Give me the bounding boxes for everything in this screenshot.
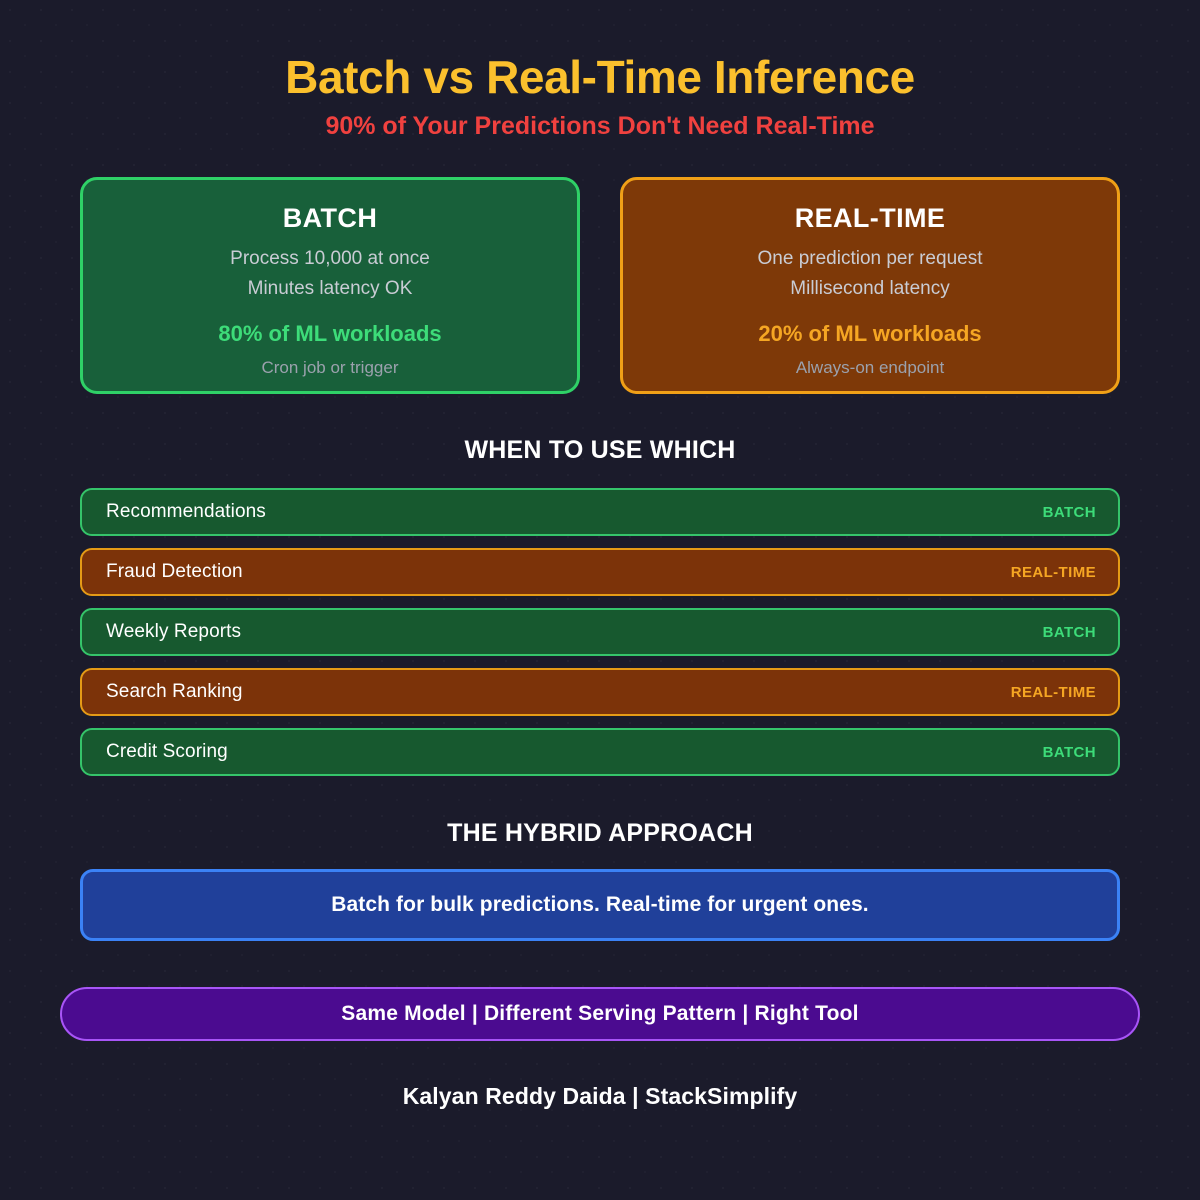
use-case-row-credit-scoring: Credit Scoring BATCH [80, 728, 1120, 777]
use-case-tag: BATCH [1042, 743, 1096, 761]
use-case-tag: REAL-TIME [1010, 683, 1096, 701]
hybrid-approach-box: Batch for bulk predictions. Real-time fo… [80, 869, 1120, 942]
card-realtime-sub: Always-on endpoint [795, 358, 945, 378]
hybrid-approach-heading: THE HYBRID APPROACH [447, 819, 753, 848]
use-case-row-recommendations: Recommendations BATCH [80, 488, 1120, 537]
use-case-label: Recommendations [106, 501, 266, 523]
use-case-label: Fraud Detection [106, 561, 243, 583]
use-case-label: Weekly Reports [106, 621, 242, 643]
comparison-cards: BATCH Process 10,000 at once Minutes lat… [80, 177, 1120, 395]
card-realtime-line-2: Millisecond latency [790, 277, 950, 299]
page-title: Batch vs Real-Time Inference [285, 51, 915, 103]
hybrid-approach-text: Batch for bulk predictions. Real-time fo… [331, 893, 869, 917]
use-case-tag: BATCH [1042, 623, 1096, 641]
use-case-row-weekly-reports: Weekly Reports BATCH [80, 608, 1120, 657]
card-realtime-title: REAL-TIME [794, 203, 946, 234]
use-case-tag: REAL-TIME [1010, 563, 1096, 581]
card-batch-sub: Cron job or trigger [261, 358, 399, 378]
card-batch-line-2: Minutes latency OK [247, 277, 413, 299]
use-case-list: Recommendations BATCH Fraud Detection RE… [80, 488, 1120, 777]
card-batch-title: BATCH [282, 203, 378, 234]
summary-pill: Same Model | Different Serving Pattern |… [60, 987, 1140, 1042]
use-case-row-fraud-detection: Fraud Detection REAL-TIME [80, 548, 1120, 597]
card-realtime: REAL-TIME One prediction per request Mil… [620, 177, 1120, 395]
card-batch: BATCH Process 10,000 at once Minutes lat… [80, 177, 580, 395]
when-to-use-heading: WHEN TO USE WHICH [464, 436, 736, 465]
page-subtitle: 90% of Your Predictions Don't Need Real-… [325, 111, 875, 140]
card-batch-line-1: Process 10,000 at once [230, 247, 430, 269]
use-case-label: Search Ranking [106, 681, 243, 703]
summary-pill-text: Same Model | Different Serving Pattern |… [341, 1002, 859, 1026]
card-realtime-highlight: 20% of ML workloads [758, 320, 982, 346]
card-batch-highlight: 80% of ML workloads [218, 320, 442, 346]
use-case-tag: BATCH [1042, 503, 1096, 521]
header: Batch vs Real-Time Inference 90% of Your… [0, 0, 1200, 140]
use-case-row-search-ranking: Search Ranking REAL-TIME [80, 668, 1120, 717]
card-realtime-line-1: One prediction per request [757, 247, 983, 269]
use-case-label: Credit Scoring [106, 741, 228, 763]
footer-credit: Kalyan Reddy Daida | StackSimplify [402, 1083, 798, 1110]
